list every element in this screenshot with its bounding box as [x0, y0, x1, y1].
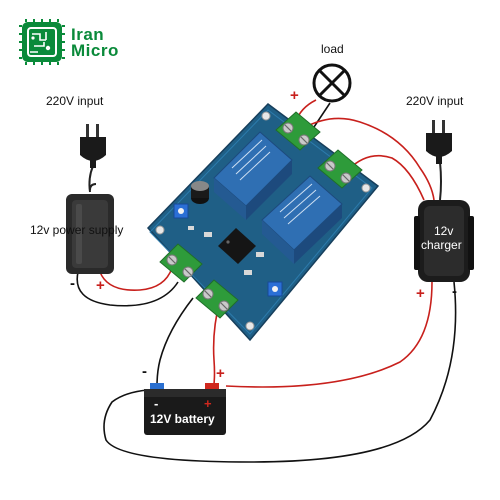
- charger-ac-cable: [439, 161, 442, 201]
- battery-plus-sign: +: [216, 365, 225, 382]
- terminal-block-battery: [195, 279, 239, 319]
- psu-positive-wire: [99, 267, 173, 291]
- charger-label-line1: 12v: [434, 224, 454, 238]
- charger-unit: [414, 200, 474, 282]
- power-supply-label: 12v power supply: [30, 223, 124, 237]
- iran-micro-logo: [19, 19, 65, 65]
- ic-chip: [218, 228, 256, 264]
- battery-unit: [144, 383, 226, 435]
- terminal-block-charger: [317, 149, 363, 189]
- right-input-label: 220V input: [406, 94, 464, 108]
- psu-negative-wire: [76, 271, 179, 307]
- load-plus-sign: +: [290, 87, 299, 104]
- board-to-battery-positive: [212, 299, 221, 385]
- relay-2: [261, 175, 343, 264]
- left-ac-plug: [80, 124, 106, 168]
- relay2-to-charger-wire: [347, 154, 425, 201]
- load-lamp-symbol: [312, 63, 352, 103]
- load-negative-wire: [311, 102, 331, 131]
- trimmer-pot-1: [173, 203, 189, 219]
- charger-minus-sign: -: [452, 283, 457, 300]
- board-to-battery-negative: [156, 297, 194, 387]
- relay-to-charger-wire: [299, 117, 435, 201]
- relay-board: [146, 103, 380, 342]
- smd-component: [244, 270, 252, 275]
- logo-text-line1: Iran: [71, 25, 105, 44]
- charger-label-line2: charger: [421, 238, 462, 252]
- psu-plus-sign: +: [96, 277, 105, 294]
- load-label: load: [321, 42, 344, 56]
- battery-terminal-plus: +: [204, 396, 212, 411]
- terminal-block-load: [275, 111, 321, 151]
- charger-plus-sign: +: [416, 285, 425, 302]
- battery-minus-sign: -: [142, 363, 147, 380]
- relay-1: [213, 131, 293, 220]
- logo-text-line2: Micro: [71, 41, 119, 60]
- power-supply-unit: [66, 183, 114, 274]
- trimmer-pot-2: [267, 281, 283, 297]
- psu-minus-sign: -: [70, 275, 75, 292]
- smd-component: [204, 232, 212, 237]
- capacitor: [191, 181, 209, 204]
- right-ac-plug: [426, 120, 452, 164]
- charger-negative-wire: [103, 281, 457, 463]
- smd-component: [256, 252, 264, 257]
- terminal-block-psu: [159, 243, 203, 283]
- left-input-label: 220V input: [46, 94, 104, 108]
- battery-label: 12V battery: [150, 412, 215, 426]
- smd-component: [188, 226, 194, 230]
- charger-positive-wire: [225, 281, 433, 388]
- battery-terminal-minus: -: [154, 396, 159, 411]
